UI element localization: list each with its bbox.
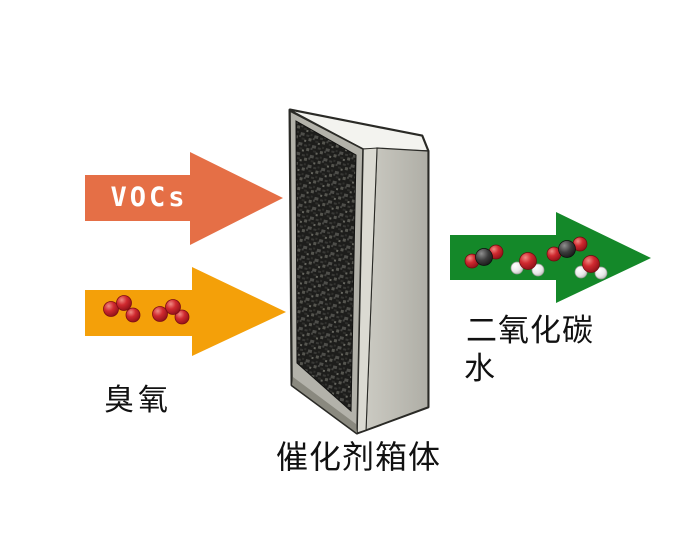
- filter-mesh: [295, 120, 357, 413]
- vocs-arrow-label: VOCs: [110, 182, 188, 213]
- ozone-label: 臭氧: [104, 383, 172, 418]
- ozone-molecule: [152, 299, 190, 325]
- co2-molecule: [546, 236, 588, 262]
- water-molecule: [574, 255, 608, 280]
- co2-molecule: [464, 244, 504, 269]
- catalyst-box-label: 催化剂箱体: [276, 438, 442, 476]
- water-label: 水: [464, 351, 495, 387]
- catalyst-filter-box: [288, 108, 430, 435]
- vocs-arrow: [85, 152, 283, 245]
- filter-bottom-edge: [292, 377, 357, 433]
- ozone-molecule: [103, 295, 141, 323]
- co2-label: 二氧化碳: [466, 313, 594, 349]
- water-molecule: [510, 252, 545, 277]
